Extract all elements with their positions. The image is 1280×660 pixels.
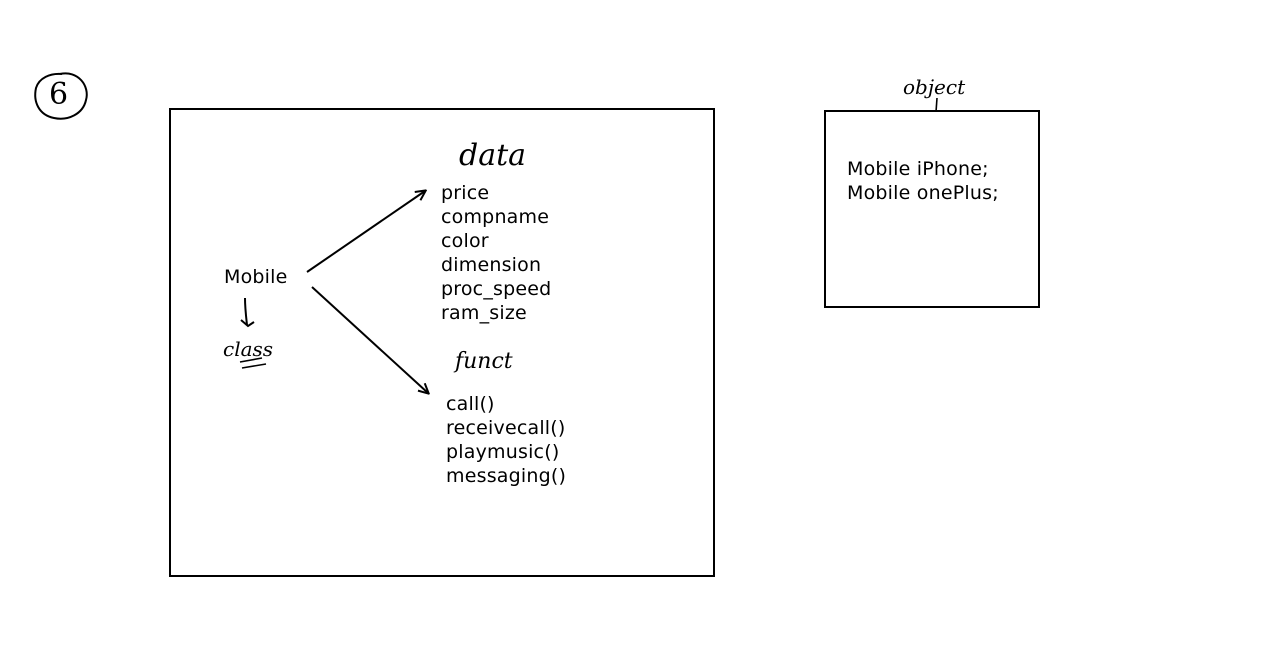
down-arrow-mark: [240, 297, 255, 328]
class-note-label: class: [223, 337, 274, 361]
page-number-badge: [34, 72, 88, 120]
function-item: receivecall(): [446, 417, 566, 439]
object-box-border: [824, 110, 1040, 308]
object-item: Mobile onePlus;: [847, 182, 999, 204]
data-members-list: price compname color dimension proc_spee…: [441, 181, 551, 325]
arrow-to-data: [306, 191, 425, 273]
function-item: playmusic(): [446, 441, 560, 463]
object-heading-stem: [935, 97, 938, 113]
functions-list: call() receivecall() playmusic() messagi…: [446, 392, 566, 488]
data-heading: data: [459, 138, 527, 173]
function-heading: funct: [455, 349, 513, 374]
function-item: call(): [446, 393, 495, 415]
data-member-item: price: [441, 182, 490, 204]
data-member-item: dimension: [441, 254, 542, 276]
page-number: 6: [49, 77, 69, 112]
class-note-underline: [239, 357, 267, 369]
data-member-item: proc_speed: [441, 278, 552, 300]
object-heading: object: [903, 75, 966, 99]
object-item: Mobile iPhone;: [847, 158, 989, 180]
data-member-item: ram_size: [441, 302, 527, 324]
data-member-item: color: [441, 230, 489, 252]
objects-list: Mobile iPhone; Mobile onePlus;: [847, 157, 999, 205]
class-box-border: [169, 108, 715, 577]
function-item: messaging(): [446, 465, 567, 487]
data-member-item: compname: [441, 206, 550, 228]
arrow-to-functions: [311, 286, 428, 393]
class-name-label: Mobile: [224, 266, 288, 288]
